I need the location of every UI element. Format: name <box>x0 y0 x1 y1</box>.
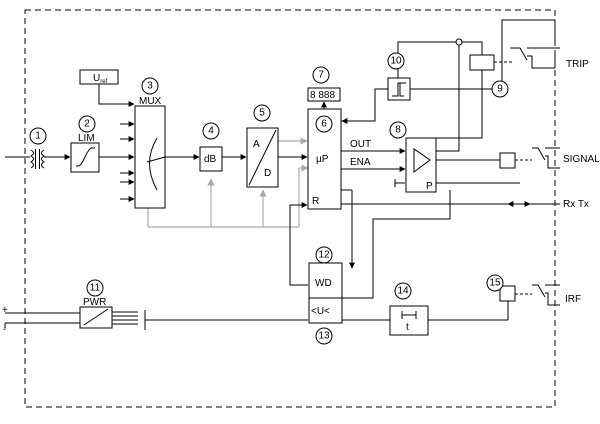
callout-15: 15 <box>489 278 501 289</box>
display-block <box>307 87 341 102</box>
mup-label: µP <box>316 154 329 165</box>
device-enclosure <box>24 9 556 408</box>
limiter-label: LIM <box>78 133 95 144</box>
trip-relay-contact <box>510 47 556 69</box>
hysteresis-icon <box>392 82 406 97</box>
undervoltage-block <box>308 297 343 324</box>
db-amplifier-block <box>199 146 223 172</box>
irf-relay-contact <box>532 284 560 306</box>
callout-12: 12 <box>318 250 330 261</box>
amplifier-triangle-icon <box>413 148 431 173</box>
trip-threshold-block <box>387 77 411 101</box>
limiter-curve-icon <box>76 147 95 167</box>
adc-d-label: D <box>264 168 271 179</box>
callout-4: 4 <box>208 126 214 137</box>
mux-switch-arc <box>149 137 158 191</box>
adc-a-label: A <box>253 139 260 150</box>
wd-label: WD <box>315 278 332 289</box>
callout-6: 6 <box>321 119 327 130</box>
callout-2: 2 <box>84 119 90 130</box>
callout-13: 13 <box>318 331 330 342</box>
callout-9: 9 <box>497 84 503 95</box>
callout-7: 7 <box>318 70 324 81</box>
callout-11: 11 <box>90 283 101 294</box>
callout-5: 5 <box>259 108 265 119</box>
mux-label: MUX <box>139 96 162 107</box>
callout-10: 10 <box>390 56 402 67</box>
uv-label: <U< <box>311 306 330 317</box>
reference-wiring <box>147 137 309 228</box>
minus-label: - <box>3 324 6 335</box>
out-label: OUT <box>350 139 371 150</box>
irf-output-label: IRF <box>565 294 581 305</box>
output-amplifier-block <box>405 137 437 193</box>
trip-output-label: TRIP <box>566 59 589 70</box>
callout-8: 8 <box>395 125 401 136</box>
timer-block <box>389 305 429 336</box>
uref-label: Uref <box>93 73 108 85</box>
trip-relay-coil <box>469 54 495 71</box>
pwr-label: PWR <box>83 297 106 308</box>
ena-label: ENA <box>350 157 371 168</box>
signal-output-label: SIGNAL <box>563 154 600 165</box>
signal-relay-coil <box>499 152 516 169</box>
plus-label: + <box>2 305 8 316</box>
amp-p-label: P <box>426 181 433 192</box>
reset-label: R <box>312 196 319 207</box>
callout-14: 14 <box>397 286 409 297</box>
signal-relay-contact <box>532 147 560 169</box>
callout-markers <box>29 52 509 345</box>
irf-relay-coil <box>499 285 516 302</box>
callout-3: 3 <box>147 81 153 92</box>
display-label: 8 888 <box>310 90 335 101</box>
watchdog-block <box>308 262 343 299</box>
callout-1: 1 <box>35 131 41 142</box>
rxtx-output-label: Rx Tx <box>563 199 589 210</box>
input-transformer <box>5 149 71 169</box>
timer-label: t <box>406 322 409 333</box>
db-label: dB <box>204 154 217 165</box>
